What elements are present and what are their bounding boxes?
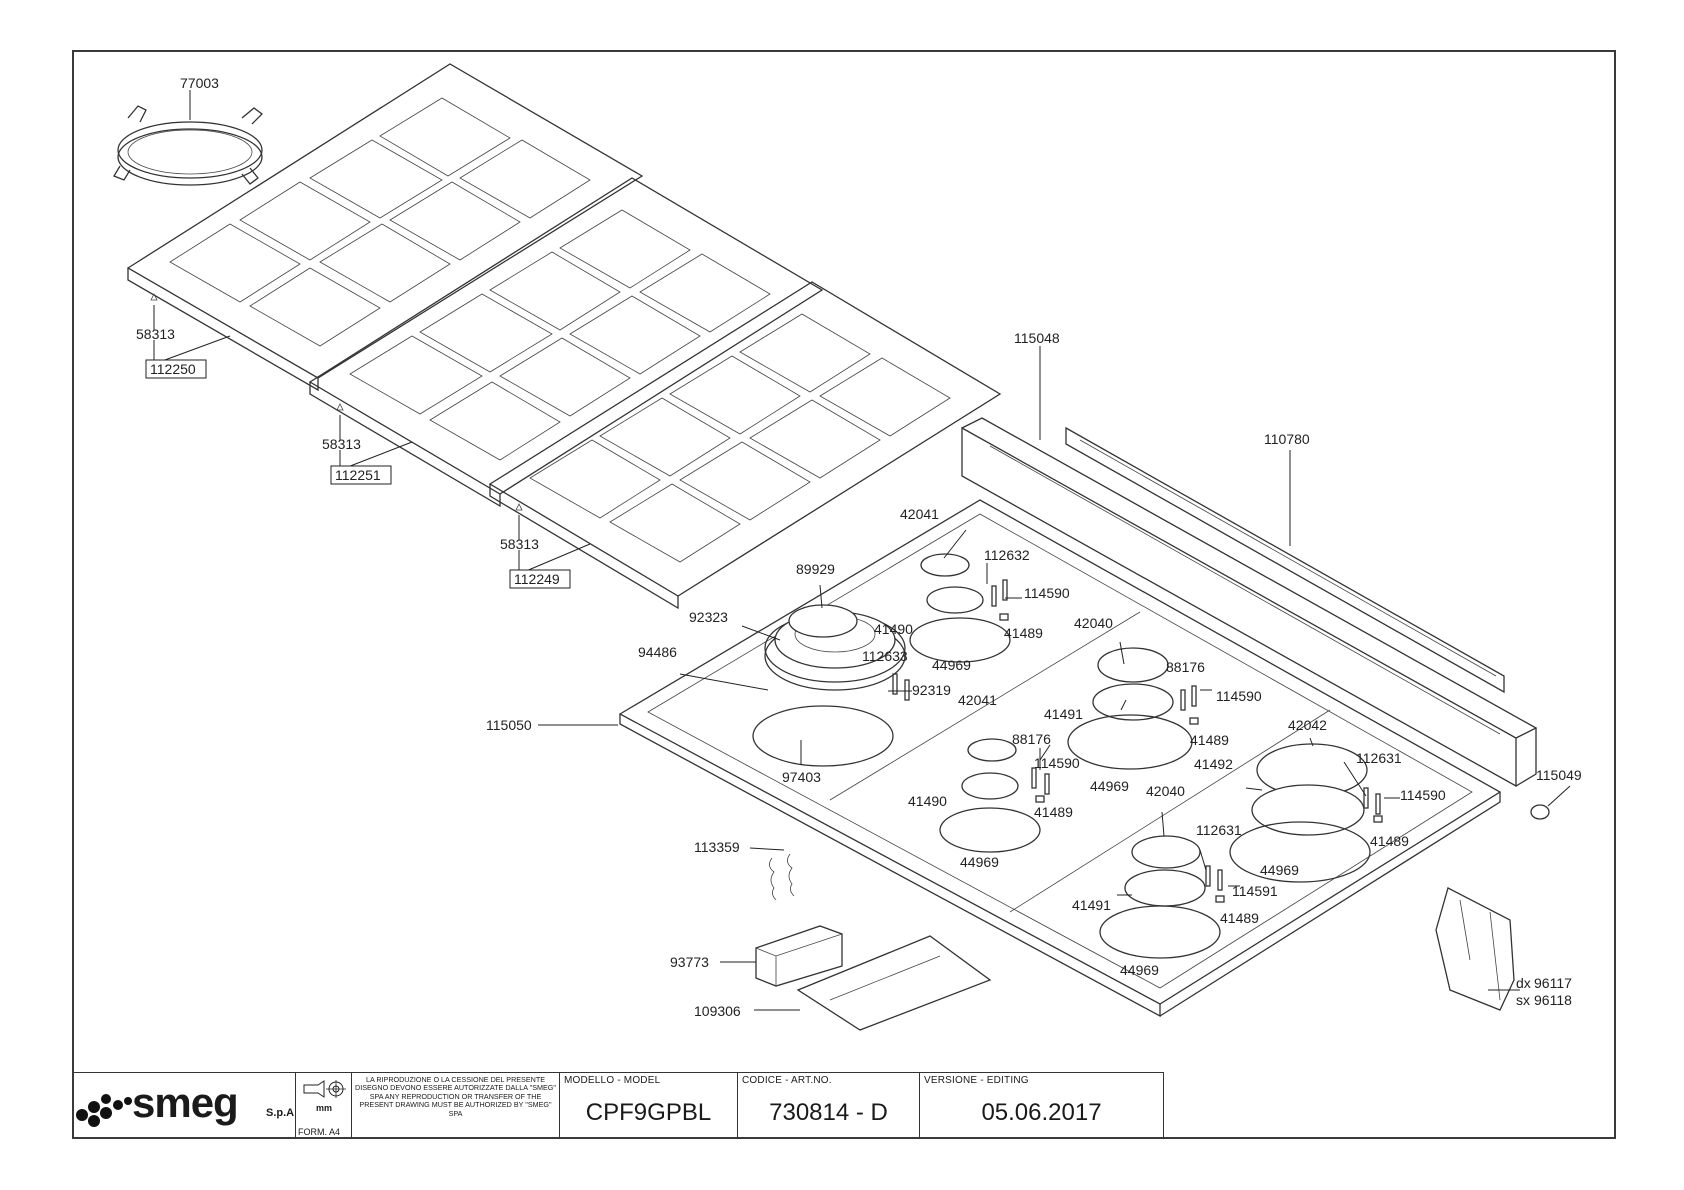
callout-label: 114590 [1024,585,1070,601]
side-bracket-part [1435,887,1515,1011]
callout-label: 42041 [958,692,997,708]
callout-label: 42042 [1288,717,1327,733]
callout-label-boxed: 112250 [150,361,196,377]
form-size: FORM. A4 [298,1127,341,1137]
callout-label: 44969 [932,657,971,673]
callout-label: 41489 [1004,625,1043,641]
brand-suffix: S.p.A [266,1107,295,1119]
smeg-logo-dots-icon [76,1094,132,1127]
callout-label: 114591 [1232,883,1278,899]
callout-label: 42041 [900,506,939,522]
callout-label: sx [1516,992,1530,1008]
wire-clips-part [769,853,795,901]
hob-top-tray [618,499,1502,1018]
brand-logo: smeg [132,1079,239,1126]
callout-label: 96117 [1534,975,1572,991]
bracket-plate-part [796,935,992,1031]
callout-label-boxed: 112251 [335,467,381,483]
callout-label: 41492 [1194,756,1233,772]
callout-label: 42040 [1074,615,1113,631]
callout-label: dx [1516,975,1531,991]
pan-support-grates [126,63,1002,610]
callout-label: 112631 [1196,822,1242,838]
end-cap-part [1530,804,1550,820]
projection-cell: mm FORM. A4 [296,1073,352,1139]
unit-label: mm [316,1103,333,1113]
callout-label: 44969 [1260,862,1299,878]
version-value: 05.06.2017 [981,1099,1102,1126]
callout-label: 94486 [638,644,677,660]
back-trim-panels [961,417,1538,788]
callout-label: 42040 [1146,783,1185,799]
callout-label: 41491 [1044,706,1083,722]
callout-label: 41491 [1072,897,1111,913]
callout-label: 114590 [1216,688,1262,704]
version-header: VERSIONE - EDITING [924,1075,1029,1086]
callout-label: 58313 [322,436,361,452]
callout-label: 44969 [1120,962,1159,978]
callout-label-boxed: 112249 [514,571,560,587]
callout-label: 96118 [1534,992,1572,1008]
callout-label: 88176 [1012,731,1051,747]
callout-label: 44969 [960,854,999,870]
reproduction-notice: LA RIPRODUZIONE O LA CESSIONE DEL PRESEN… [355,1075,556,1118]
model-header: MODELLO - MODEL [564,1075,661,1086]
ignition-components [892,579,1383,903]
title-block: smeg S.p.A mm FORM. A4 LA RIPRODUZIONE O… [74,1072,1164,1139]
projection-symbol-icon [303,1080,346,1098]
callout-label: 112633 [862,648,908,664]
callout-label: 112631 [1356,750,1402,766]
callout-label: 41489 [1220,910,1259,926]
callout-label: 114590 [1400,787,1446,803]
code-header: CODICE - ART.NO. [742,1075,832,1086]
code-value: 730814 - D [769,1099,888,1126]
callout-label: 115048 [1014,330,1060,346]
callout-label: 109306 [694,1003,741,1019]
model-cell: MODELLO - MODEL CPF9GPBL [560,1073,738,1139]
callout-label: 41489 [1190,732,1229,748]
callout-label: 92323 [689,609,728,625]
callout-label: 58313 [136,326,175,342]
callout-label: 77003 [180,75,219,91]
callout-label: 113359 [694,839,740,855]
notice-cell: LA RIPRODUZIONE O LA CESSIONE DEL PRESEN… [352,1073,560,1139]
callout-label: 44969 [1090,778,1129,794]
brand-cell: smeg S.p.A [74,1073,296,1139]
callout-label: 112632 [984,547,1030,563]
callout-label: 115049 [1536,767,1582,783]
callout-label: 97403 [782,769,821,785]
callout-label: 88176 [1166,659,1205,675]
wok-ring-part [113,105,263,186]
callout-label: 115050 [486,717,532,733]
callout-label: 41489 [1370,833,1409,849]
callout-label: 92319 [912,682,951,698]
callout-label: 41489 [1034,804,1073,820]
burner-assemblies [752,553,1371,959]
callout-label: 110780 [1264,431,1310,447]
drawing-frame [72,50,1616,1139]
model-value: CPF9GPBL [585,1099,712,1126]
callout-label: 89929 [796,561,835,577]
callout-label: 114590 [1034,755,1080,771]
callout-label: 93773 [670,954,709,970]
version-cell: VERSIONE - EDITING 05.06.2017 [920,1073,1164,1139]
callout-label: 41490 [874,621,913,637]
spark-generator-part [755,925,843,987]
callout-label: 58313 [500,536,539,552]
callout-label: 41490 [908,793,947,809]
code-cell: CODICE - ART.NO. 730814 - D [738,1073,920,1139]
